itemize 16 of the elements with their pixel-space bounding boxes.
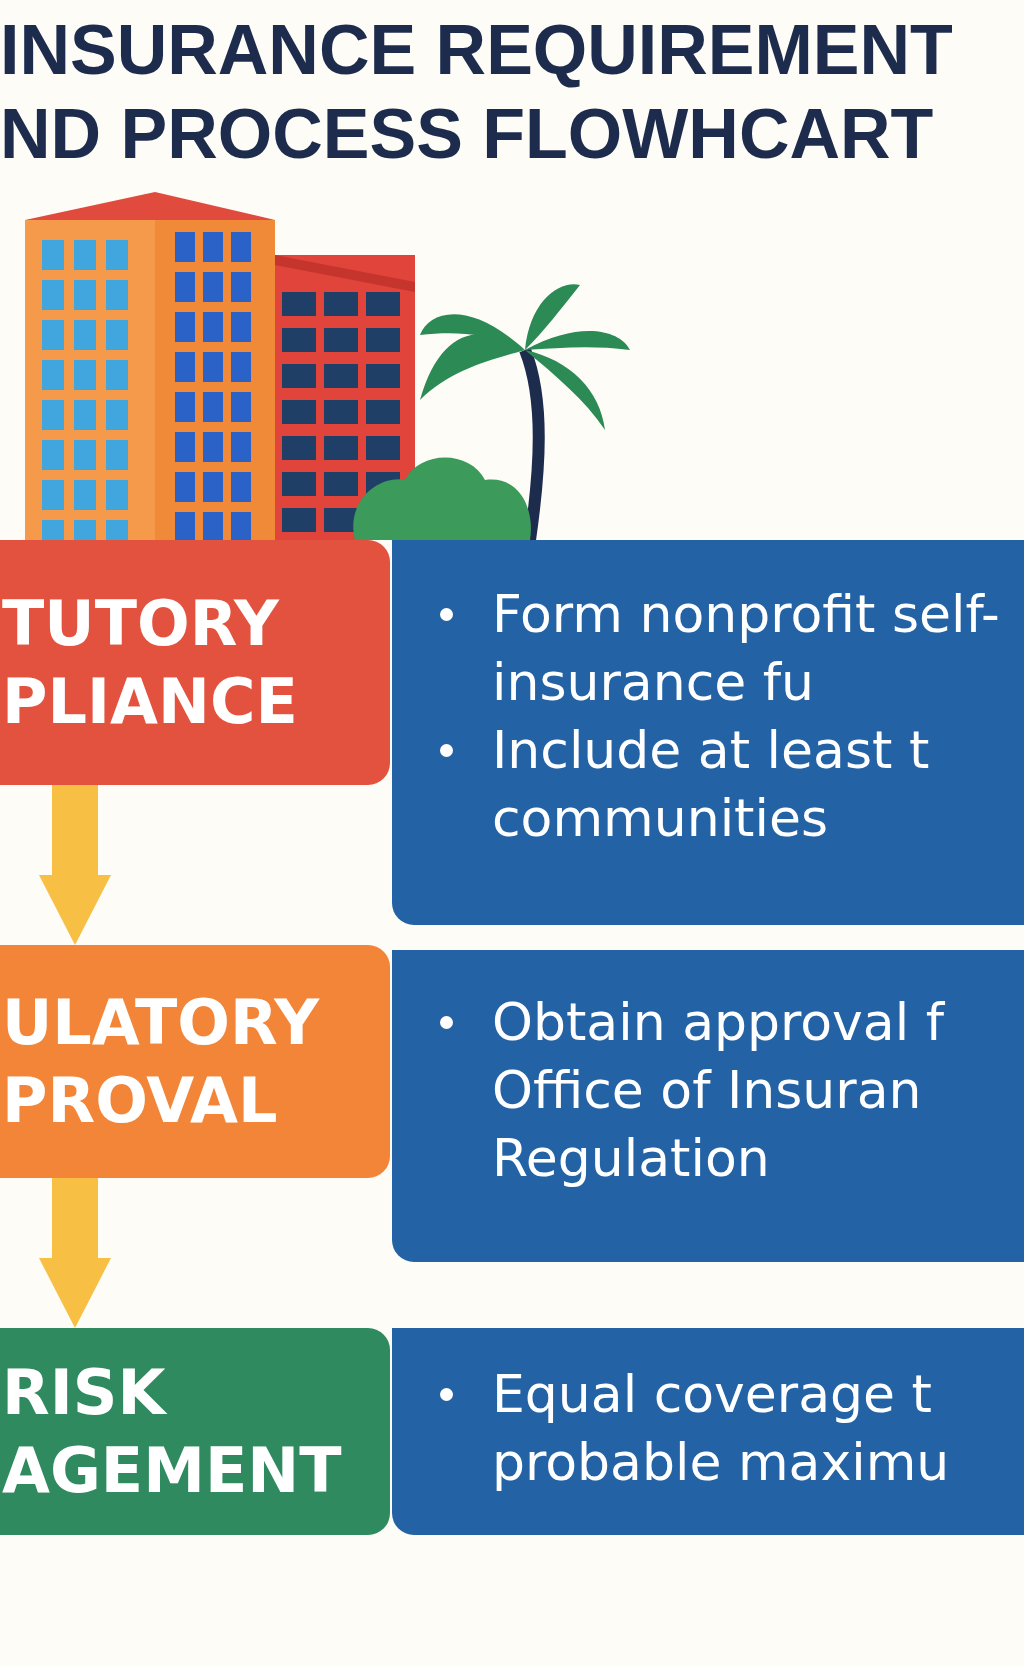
step-heading: RISK AGEMENT	[2, 1354, 343, 1509]
down-arrow	[39, 1178, 111, 1328]
bullet-text: Include at least t communities	[492, 719, 931, 850]
step-box	[0, 540, 390, 785]
info-panel	[392, 950, 1024, 1262]
info-panel	[392, 1328, 1024, 1535]
step-box	[0, 945, 390, 1178]
step-heading: ULATORY PROVAL	[2, 984, 321, 1139]
title: INSURANCE REQUIREMENT ND PROCESS FLOWHCART	[0, 10, 954, 175]
step-heading: TUTORY PLIANCE	[2, 585, 299, 740]
down-arrow	[39, 785, 111, 945]
bullet-text: Obtain approval f Office of Insuran Regulation	[492, 991, 946, 1190]
step-box	[0, 1328, 390, 1535]
bullet-text: Form nonprofit self-insurance fu	[492, 583, 1001, 714]
bullet-text: Equal coverage t probable maximu	[492, 1363, 951, 1494]
info-panel	[392, 540, 1024, 925]
